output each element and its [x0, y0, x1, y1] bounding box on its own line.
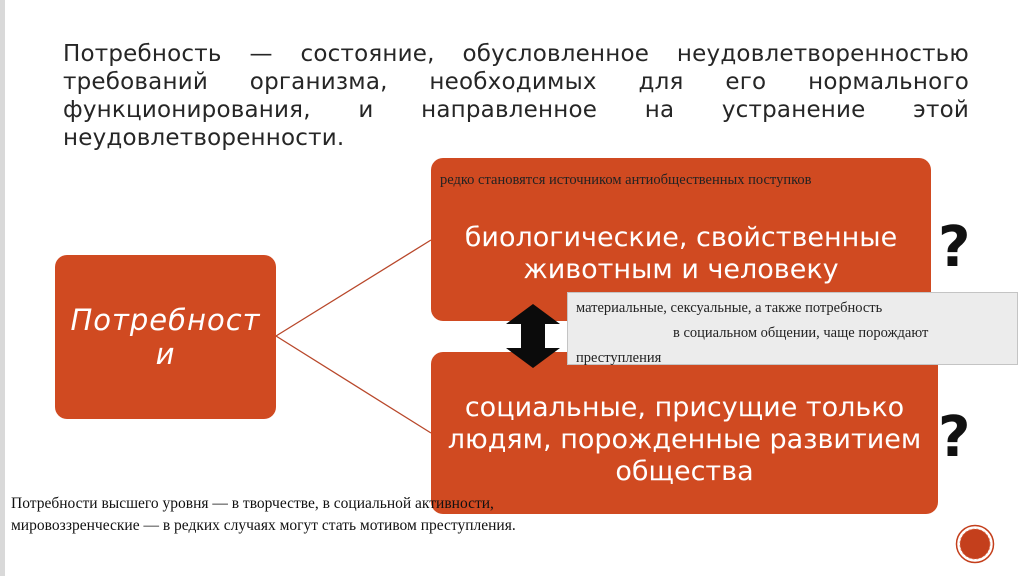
- footnote-text: Потребности высшего уровня — в творчеств…: [11, 495, 516, 534]
- connector-to-biological: [275, 239, 432, 337]
- definition-text: Потребность — состояние, обусловленное н…: [63, 41, 969, 151]
- note-line-2: в социальном общении, чаще порождают: [673, 325, 929, 341]
- double-vertical-arrow-icon: [506, 304, 560, 368]
- question-mark-biological: ?: [938, 215, 971, 280]
- social-needs-note-box: материальные, сексуальные, а также потре…: [567, 292, 1018, 366]
- social-needs-label: социальные, присущие только людям, порож…: [447, 392, 922, 487]
- biological-needs-label: биологические, свойственные животным и ч…: [464, 221, 898, 285]
- needs-box-label: Потребности: [70, 303, 261, 371]
- note-line-3: преступления: [576, 350, 662, 366]
- social-needs-box: социальные, присущие только людям, порож…: [431, 352, 938, 514]
- page-circle-icon: [955, 524, 995, 564]
- connector-to-social: [275, 335, 432, 434]
- biological-needs-note: редко становятся источником антиобществе…: [440, 172, 812, 188]
- question-mark-social: ?: [938, 405, 971, 470]
- note-line-1: материальные, сексуальные, а также потре…: [576, 300, 883, 316]
- needs-box: Потребности: [55, 255, 276, 419]
- slide-edge-bar: [0, 0, 5, 576]
